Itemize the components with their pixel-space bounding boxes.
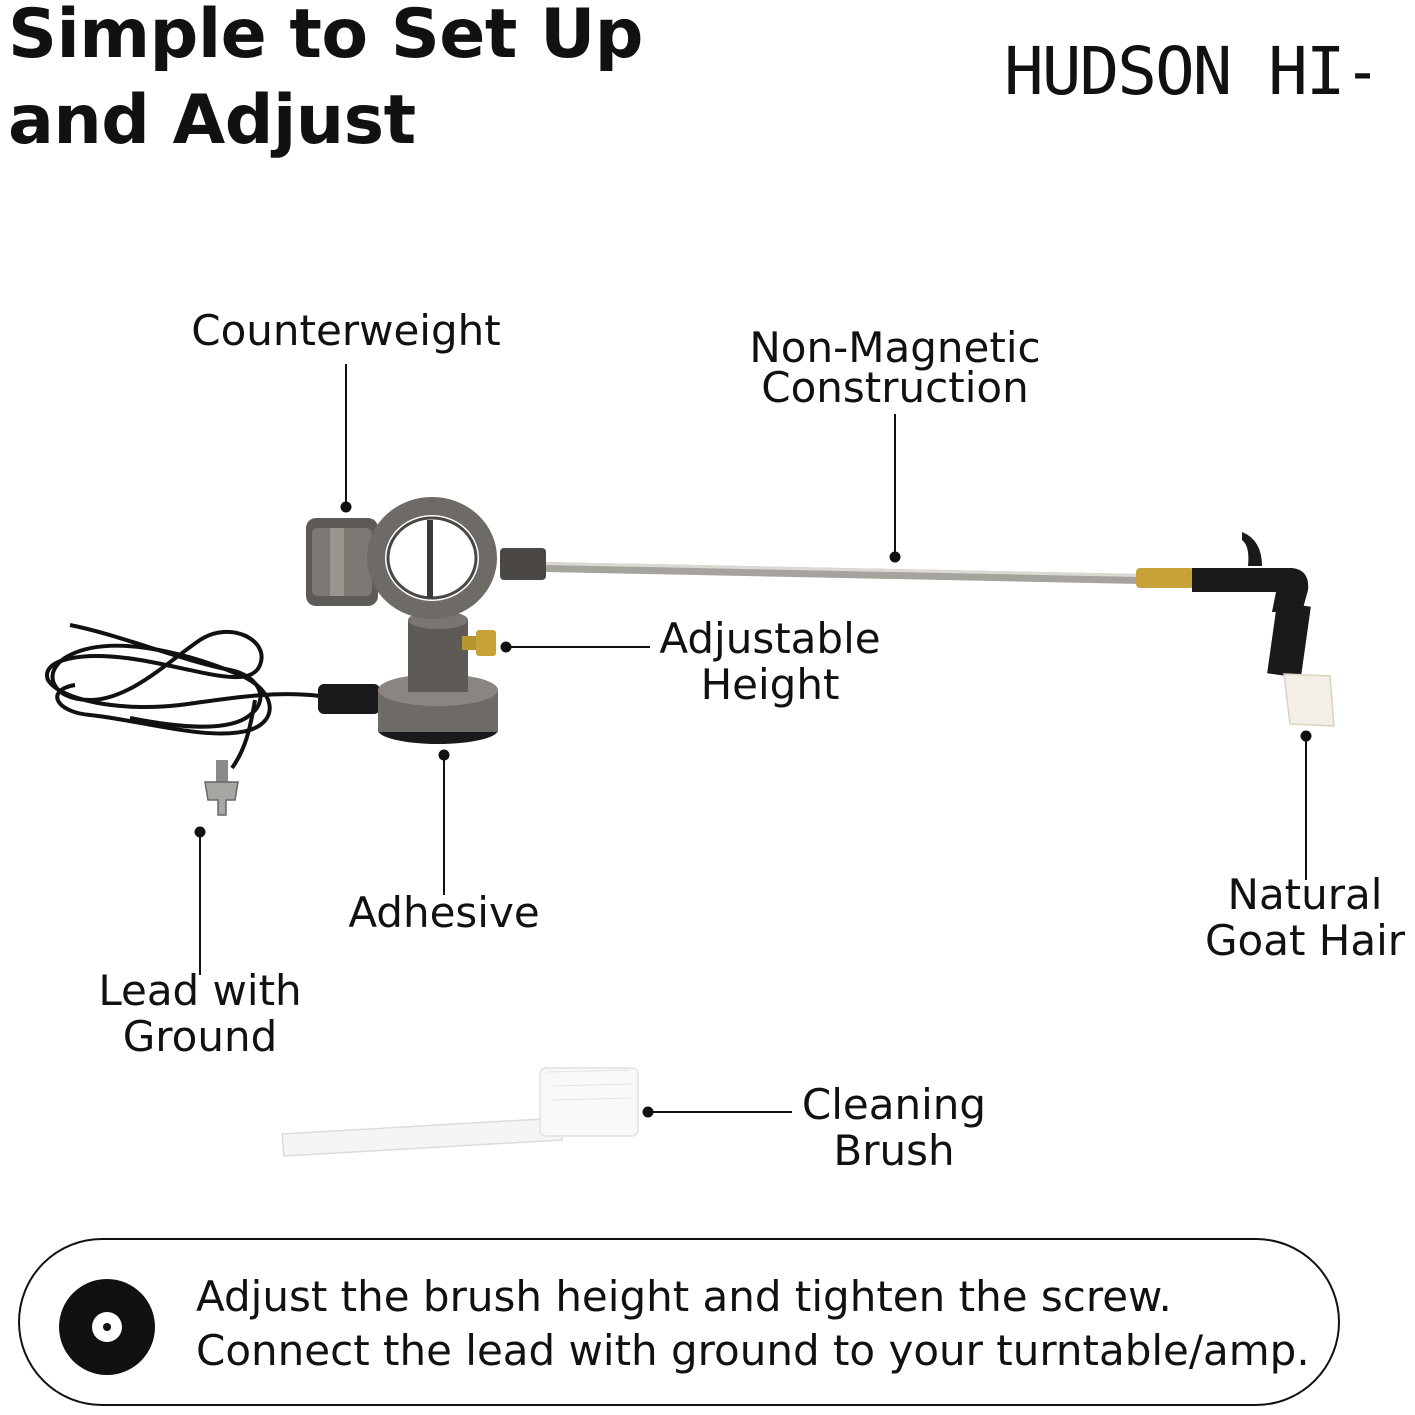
page-title-line-1: Simple to Set Up [8,0,643,74]
instruction-line-2: Connect the lead with ground to your tur… [196,1326,1310,1375]
callout-lead-with-ground-line-2: Ground [122,1012,278,1061]
page-title: Simple to Set Up and Adjust [8,0,643,164]
adjustable-height-dot [500,641,512,653]
callout-lead-with-ground-line-1: Lead with [98,966,302,1015]
counterweight-dot [340,501,352,513]
callout-cleaning-brush: Cleaning Brush [790,1082,998,1174]
callout-adhesive: Adhesive [348,888,540,937]
cleaning-brush-dot [642,1106,654,1118]
callout-natural-goat-hair-line-1: Natural [1227,870,1383,919]
height-adjust-screw [462,630,496,656]
natural-goat-hair-dot [1300,730,1312,742]
counterweight-part [306,518,378,606]
page-title-line-2: and Adjust [8,81,416,160]
callout-adjustable-height: Adjustable Height [650,616,890,708]
callout-natural-goat-hair-line-2: Goat Hair [1204,916,1406,965]
brand-logo: HUDSON HI-FI [1004,33,1370,110]
arm-tube [546,562,1140,584]
instruction-banner [18,1238,1340,1406]
lead-with-ground-dot [194,826,206,838]
spade-connector [204,760,239,816]
callout-cleaning-brush-line-1: Cleaning [801,1080,987,1129]
non-magnetic-dot [889,551,901,563]
brand-logo-text: HUDSON HI-FI [1004,33,1370,110]
callout-non-magnetic-line-1: Non-Magnetic [749,323,1041,372]
callout-natural-goat-hair: Natural Goat Hair [1195,872,1415,964]
callout-adjustable-height-line-1: Adjustable [659,614,881,663]
adhesive-dot [438,749,450,761]
callout-non-magnetic-construction: Non-Magnetic Construction [735,325,1055,411]
callout-lead-with-ground: Lead with Ground [80,968,320,1060]
callout-cleaning-brush-line-2: Brush [833,1126,955,1175]
tonearm-base [378,611,498,744]
instruction-line-1: Adjust the brush height and tighten the … [196,1272,1172,1321]
cable-strain-relief [318,684,380,714]
instruction-text: Adjust the brush height and tighten the … [196,1270,1310,1378]
brush-head [1192,532,1335,727]
cleaning-brush-part [281,1067,639,1157]
brass-coupler [1136,568,1194,588]
gimbal-ring [367,497,497,619]
callout-adjustable-height-line-2: Height [700,660,840,709]
arm-collar [500,548,546,580]
leader-lines [194,364,1312,1118]
record-icon [59,1279,155,1375]
lead-wire [45,623,321,770]
callout-non-magnetic-line-2: Construction [761,363,1029,412]
callout-counterweight: Counterweight [191,306,501,355]
